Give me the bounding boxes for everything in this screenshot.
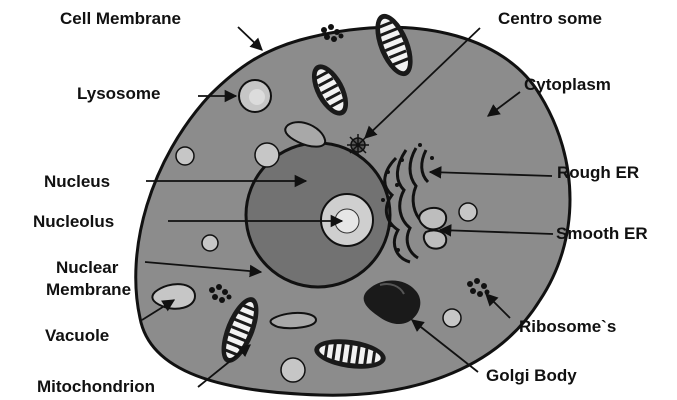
label-nucleus: Nucleus <box>44 172 110 191</box>
label-mitochondrion: Mitochondrion <box>37 377 155 396</box>
label-smooth-er: Smooth ER <box>556 224 648 243</box>
label-centrosome: Centro some <box>498 9 602 28</box>
label-vacuole: Vacuole <box>45 326 109 345</box>
label-nuclear-membrane-line1: Nuclear <box>56 258 118 277</box>
label-cytoplasm: Cytoplasm <box>524 75 611 94</box>
label-cell-membrane: Cell Membrane <box>60 9 181 28</box>
label-ribosomes: Ribosome`s <box>519 317 616 336</box>
label-golgi-body: Golgi Body <box>486 366 577 385</box>
pointer-cell-membrane <box>238 27 262 50</box>
label-nuclear-membrane-line2: Membrane <box>46 280 131 299</box>
label-nucleolus: Nucleolus <box>33 212 114 231</box>
label-lysosome: Lysosome <box>77 84 160 103</box>
label-rough-er: Rough ER <box>557 163 639 182</box>
